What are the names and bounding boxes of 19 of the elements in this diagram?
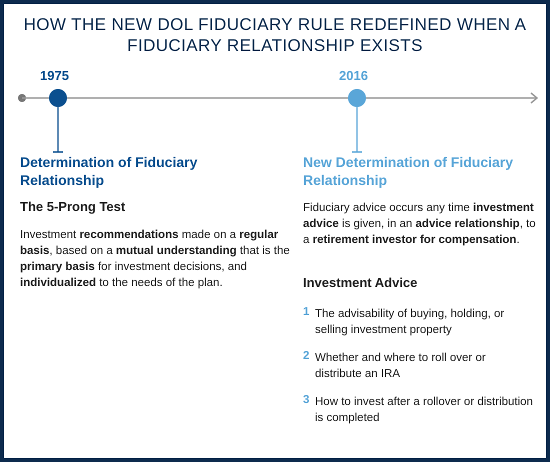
list-number: 2 xyxy=(303,350,310,362)
year-label: 1975 xyxy=(40,68,69,83)
paragraph: Investment recommendations made on a regular basis, based on a mutual understanding that is the primary basis for investment decisions, and individualized to the needs of the plan. xyxy=(20,228,290,291)
timeline-heading: New Determination of Fiduciary Relationship xyxy=(303,153,543,189)
subheading: Investment Advice xyxy=(303,275,418,290)
list-number: 1 xyxy=(303,306,310,318)
list-item: The advisability of buying, holding, or selling investment property xyxy=(315,307,506,338)
timeline-dot xyxy=(348,89,366,107)
timeline-heading: Determination of Fiduciary Relationship xyxy=(20,153,260,189)
connector-line xyxy=(52,107,64,153)
subheading: The 5-Prong Test xyxy=(20,199,126,214)
list-item: How to invest after a rollover or distribution is completed xyxy=(315,395,534,426)
list-number: 3 xyxy=(303,394,310,406)
connector-line xyxy=(351,107,363,153)
year-label: 2016 xyxy=(339,68,368,83)
list-item: Whether and where to roll over or distribute an IRA xyxy=(315,351,487,382)
paragraph: Fiduciary advice occurs any time investment advice is given, in an advice relationship, to a retirement investor for compensation. xyxy=(303,201,537,248)
timeline-dot xyxy=(49,89,67,107)
title: HOW THE NEW DOL FIDUCIARY RULE REDEFINED WHEN A FIDUCIARY RELATIONSHIP EXISTS xyxy=(22,14,528,56)
